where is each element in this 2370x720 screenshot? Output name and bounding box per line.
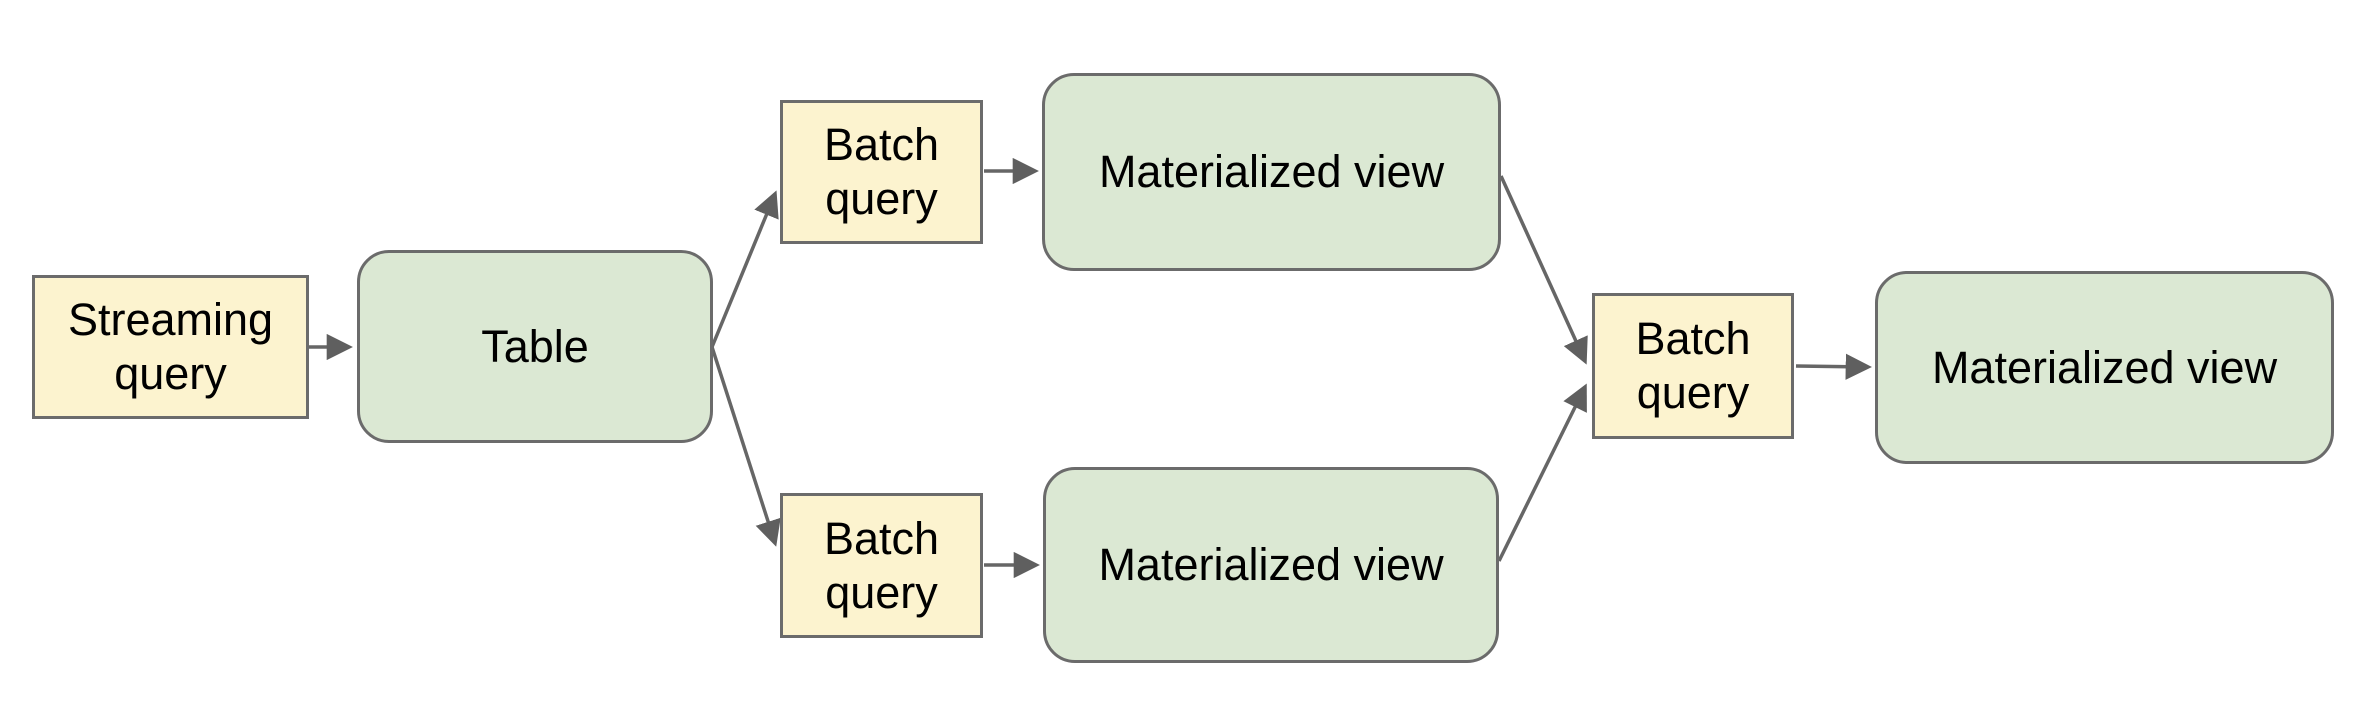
edge-batch-right-to-mv-right	[1795, 353, 1872, 380]
node-batch-query-top: Batch query	[780, 100, 983, 244]
node-materialized-view-bottom: Materialized view	[1043, 467, 1499, 663]
node-table-label: Table	[481, 320, 589, 372]
edge-mv-bottom-to-batch-right	[1497, 383, 1587, 562]
node-materialized-view-right-label: Materialized view	[1931, 341, 2278, 393]
edge-table-to-batch-bottom	[710, 346, 781, 547]
node-streaming-query-label: Streaming query	[67, 294, 274, 399]
node-materialized-view-right: Materialized view	[1875, 271, 2334, 464]
node-materialized-view-top: Materialized view	[1042, 73, 1501, 271]
node-batch-query-right: Batch query	[1592, 293, 1794, 439]
node-streaming-query: Streaming query	[32, 275, 309, 419]
node-batch-query-top-label: Batch query	[823, 119, 940, 224]
node-batch-query-bottom-label: Batch query	[823, 512, 940, 618]
edge-table-to-batch-top	[710, 190, 779, 348]
node-materialized-view-top-label: Materialized view	[1098, 146, 1445, 197]
node-batch-query-bottom: Batch query	[780, 493, 983, 638]
node-batch-query-right-label: Batch query	[1635, 313, 1751, 418]
node-materialized-view-bottom-label: Materialized view	[1098, 539, 1444, 590]
node-table: Table	[357, 250, 713, 443]
edge-mv-top-to-batch-right	[1499, 175, 1588, 365]
